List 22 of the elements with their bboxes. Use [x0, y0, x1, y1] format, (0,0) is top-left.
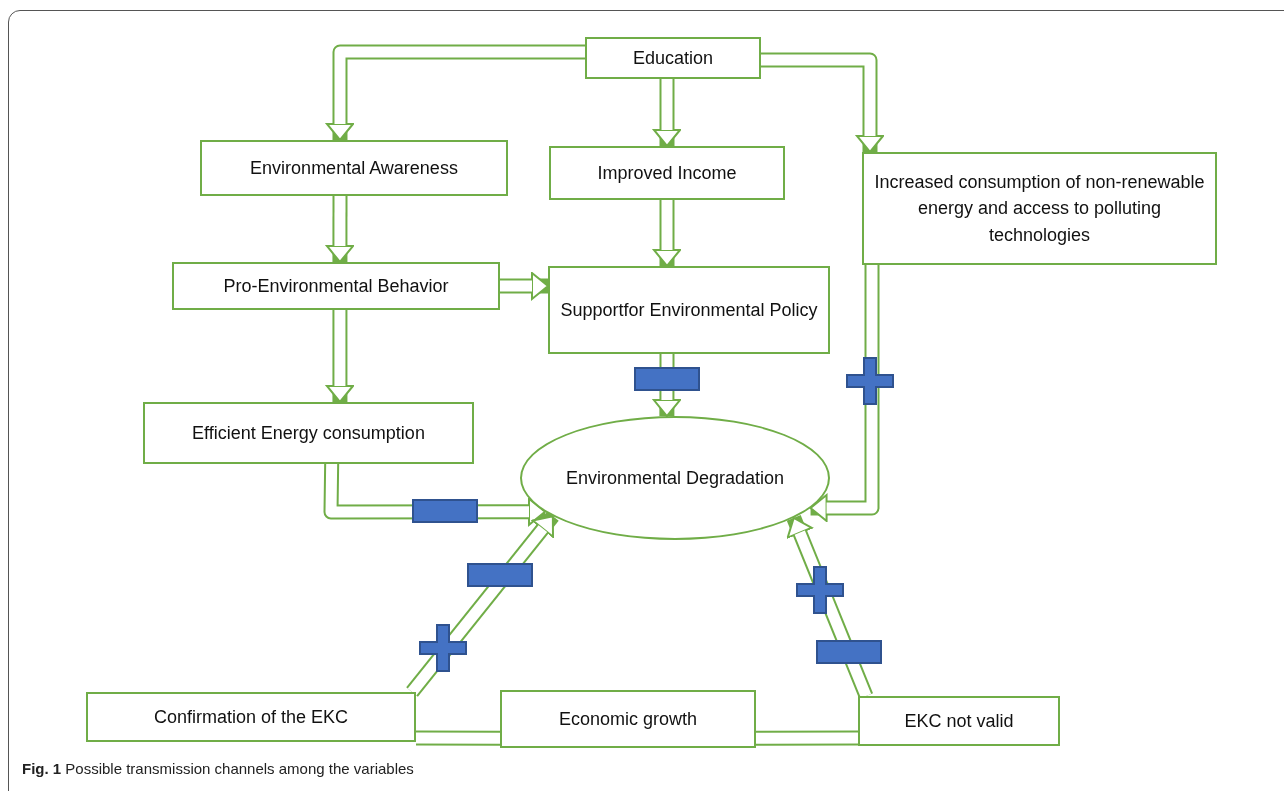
process-box: [549, 146, 785, 200]
node-label: Environmental Awareness: [250, 156, 458, 180]
node-label: Confirmation of the EKC: [153, 705, 349, 729]
process-box: [585, 37, 761, 79]
figure-caption: Fig. 1 Possible transmission channels among the variables: [22, 760, 414, 777]
node-label: Supportfor Environmental Policy: [560, 298, 818, 322]
process-box: [143, 402, 474, 464]
node-label: Increased consumption of non-renewable energy and access to polluting technologies: [874, 171, 1205, 247]
process-box: [500, 690, 756, 748]
node-label: Improved Income: [597, 161, 737, 185]
process-box: [858, 696, 1060, 746]
node-label: Education: [632, 46, 714, 70]
process-box: [862, 152, 1217, 265]
process-box: [200, 140, 508, 196]
node-label: Efficient Energy consumption: [192, 421, 425, 445]
node-label: Environmental Degradation: [565, 466, 785, 490]
node-label: Economic growth: [558, 707, 698, 731]
process-box: [86, 692, 416, 742]
node-label: Pro-Environmental Behavior: [223, 274, 449, 298]
node-label: EKC not valid: [904, 709, 1014, 733]
process-box: [548, 266, 830, 354]
process-box: [172, 262, 500, 310]
